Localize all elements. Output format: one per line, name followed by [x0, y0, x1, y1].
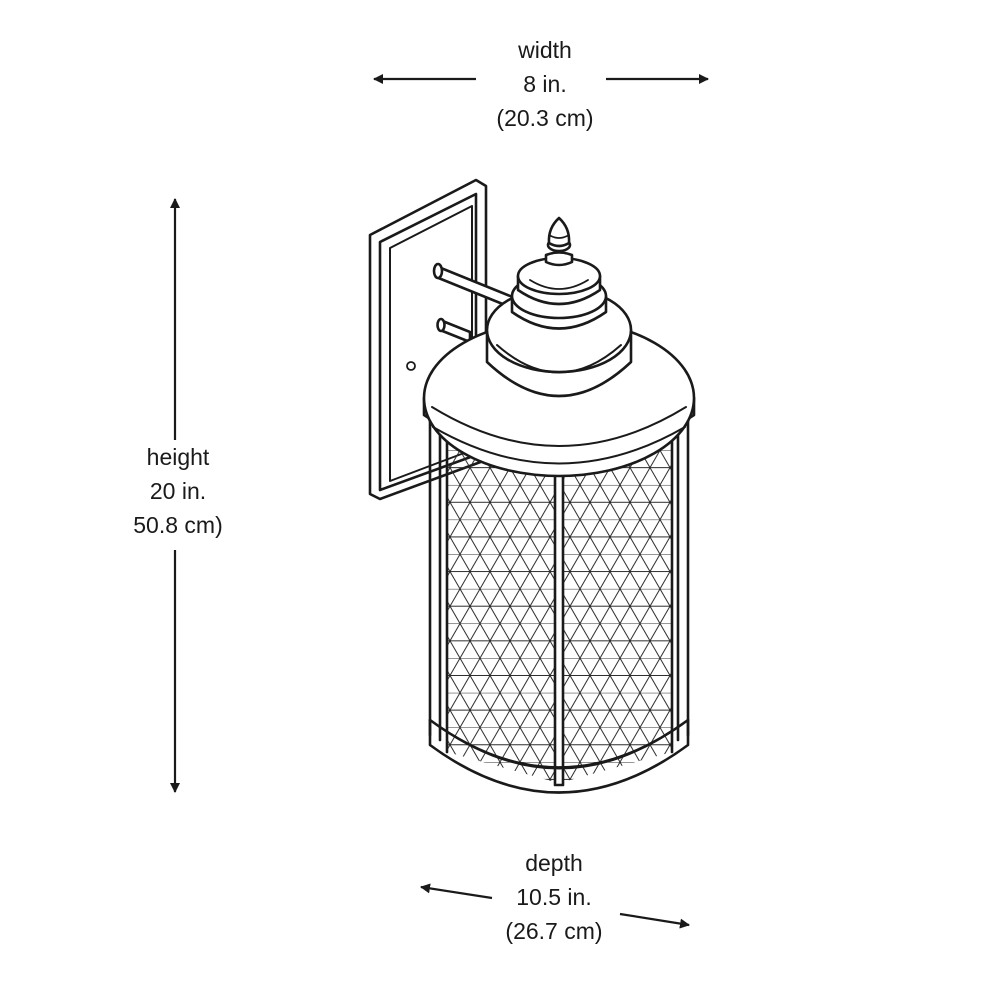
width-metric: (20.3 cm): [496, 105, 594, 131]
width-imperial: 8 in.: [523, 71, 567, 97]
width-name: width: [518, 37, 572, 63]
center-bar: [553, 468, 565, 787]
finial: [544, 216, 574, 267]
height-metric: 50.8 cm): [133, 512, 223, 538]
height-label: height 20 in. 50.8 cm): [88, 440, 268, 542]
depth-arrow: [420, 883, 690, 929]
depth-label: depth 10.5 in. (26.7 cm): [464, 846, 644, 948]
depth-imperial: 10.5 in.: [516, 884, 592, 910]
bottom-ring: [428, 718, 690, 794]
depth-metric: (26.7 cm): [505, 918, 603, 944]
lantern-illustration: [368, 178, 696, 794]
height-name: height: [146, 444, 210, 470]
cage-frame: [428, 418, 690, 742]
depth-name: depth: [525, 850, 583, 876]
dome: [485, 256, 633, 398]
height-imperial: 20 in.: [149, 478, 207, 504]
width-label: width 8 in. (20.3 cm): [455, 33, 635, 135]
